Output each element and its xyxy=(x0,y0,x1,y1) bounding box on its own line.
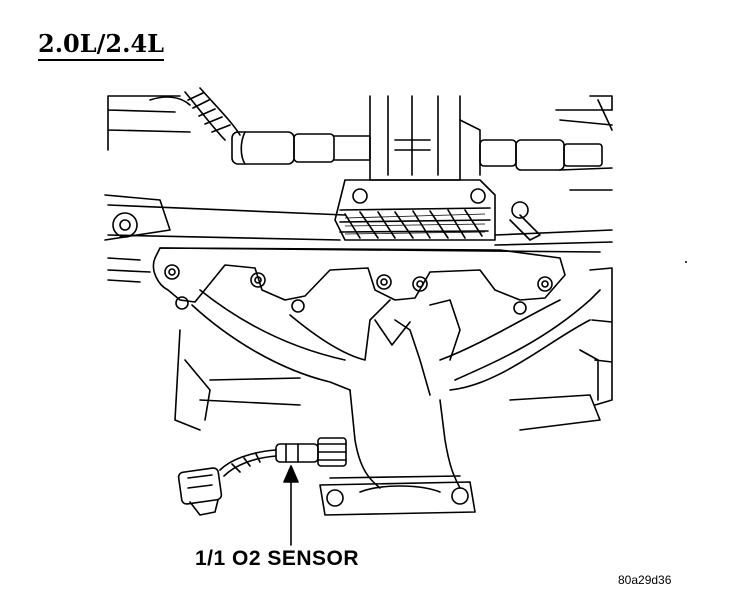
manifold-runners xyxy=(191,289,601,489)
bracket-shading xyxy=(344,213,486,235)
o2-sensor-callout-label: 1/1 O2 SENSOR xyxy=(195,547,360,570)
wiring-harness xyxy=(184,87,241,141)
manifold-flange xyxy=(152,247,566,315)
figure-code: 80a29d36 xyxy=(618,573,672,587)
callout-arrow xyxy=(283,465,299,546)
engine-block-outline xyxy=(104,95,613,431)
sensor-connectors xyxy=(231,131,603,171)
fuel-rail-bracket xyxy=(334,95,496,241)
outlet-flange xyxy=(319,475,476,516)
engine-title: 2.0L/2.4L xyxy=(38,30,165,61)
o2-sensor xyxy=(275,437,347,467)
speck-mark xyxy=(685,261,687,263)
o2-sensor-connector xyxy=(177,449,277,516)
